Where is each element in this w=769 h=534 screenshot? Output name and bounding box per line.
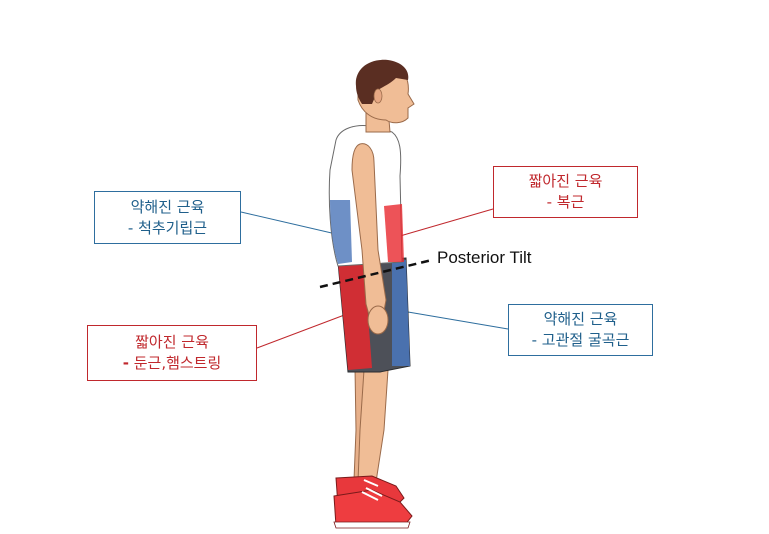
connector-weak-back <box>240 211 337 235</box>
hamstring-glute-overlay <box>338 262 372 370</box>
lower-back-overlay <box>330 200 352 264</box>
hair <box>355 59 409 104</box>
front-leg <box>357 369 389 483</box>
connector-short-abdominal <box>399 208 494 237</box>
label-short-hamstring-dash: - <box>122 354 129 372</box>
hand <box>367 305 389 335</box>
connector-weak-hip <box>407 311 509 330</box>
label-weak-hip-title: 약해진 근육 <box>543 310 618 328</box>
label-weak-back: 약해진 근육 - 척추기립근 <box>94 191 241 244</box>
label-short-hamstring-item: 둔근,햄스트링 <box>133 354 222 372</box>
shoe-sole <box>333 521 411 529</box>
label-weak-back-title: 약해진 근육 <box>130 197 205 216</box>
posterior-tilt-line <box>319 258 433 289</box>
label-weak-hip-item: - 고관절 굴곡근 <box>531 331 630 349</box>
label-short-hamstring: 짧아진 근육 - 둔근,햄스트링 <box>87 325 257 381</box>
label-weak-back-item: - 척추기립근 <box>127 218 208 237</box>
shoe-laces <box>361 479 383 501</box>
label-weak-hip: 약해진 근육 - 고관절 굴곡근 <box>508 304 653 356</box>
hip-flexor-overlay <box>392 260 410 366</box>
posterior-tilt-label: Posterior Tilt <box>437 248 532 267</box>
label-short-abdominal: 짧아진 근육 - 복근 <box>493 166 638 218</box>
label-short-hamstring-title: 짧아진 근육 <box>135 333 209 351</box>
ear <box>373 88 383 104</box>
label-short-hamstring-line: - 둔근,햄스트링 <box>123 353 222 374</box>
connector-short-hamstring <box>256 313 348 349</box>
abdominal-overlay <box>384 204 404 262</box>
label-short-abdominal-title: 짧아진 근육 <box>528 172 603 190</box>
label-short-abdominal-item: - 복근 <box>546 193 585 211</box>
